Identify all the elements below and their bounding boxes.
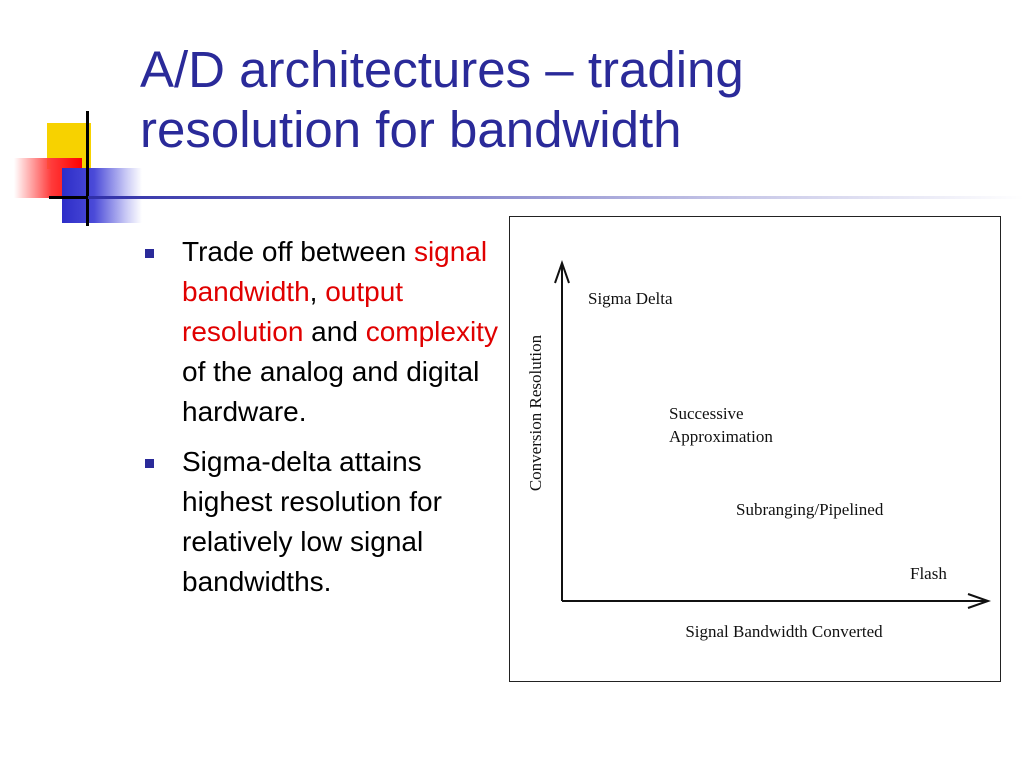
y-axis-label: Conversion Resolution	[526, 334, 545, 491]
slide-title: A/D architectures – trading resolution f…	[140, 40, 1000, 160]
slide-title-line-2: resolution for bandwidth	[140, 101, 682, 158]
bullet-text: Trade off between signal bandwidth, outp…	[182, 236, 498, 427]
region-sigma-delta: Sigma Delta	[588, 289, 673, 308]
bullet-text-part: of the analog and digital hardware.	[182, 356, 480, 427]
bullet-text-part: ,	[309, 276, 326, 307]
bullet-square-icon	[145, 459, 154, 468]
region-approximation: Approximation	[669, 427, 773, 446]
bullet-text-part: Trade off between	[182, 236, 414, 267]
adc-architecture-figure: Conversion Resolution Signal Bandwidth C…	[509, 216, 1001, 682]
decoration-blue-square	[62, 168, 142, 223]
highlight-signal-bandwidth: signal bandwidth	[182, 236, 488, 307]
slide-title-line-1: A/D architectures – trading	[140, 41, 744, 98]
figure-canvas: Conversion Resolution Signal Bandwidth C…	[526, 259, 992, 641]
bullet-text-part: and	[303, 316, 366, 347]
bullet-list: Trade off between signal bandwidth, outp…	[140, 232, 510, 612]
title-underline	[88, 196, 1024, 199]
decoration-vertical-line	[86, 111, 89, 226]
y-axis-arrow-icon	[554, 259, 570, 284]
bullet-item: Sigma-delta attains highest resolution f…	[140, 442, 510, 602]
bullet-square-icon	[145, 249, 154, 258]
region-flash: Flash	[910, 564, 947, 583]
region-successive: Successive	[669, 404, 744, 423]
highlight-complexity: complexity	[365, 316, 498, 347]
x-axis-arrow-icon	[967, 593, 992, 609]
region-subranging-pipelined: Subranging/Pipelined	[736, 500, 884, 519]
bullet-item: Trade off between signal bandwidth, outp…	[140, 232, 510, 432]
x-axis-label: Signal Bandwidth Converted	[685, 622, 883, 641]
highlight-output-resolution: output resolution	[182, 276, 404, 347]
bullet-text: Sigma-delta attains highest resolution f…	[182, 446, 442, 597]
